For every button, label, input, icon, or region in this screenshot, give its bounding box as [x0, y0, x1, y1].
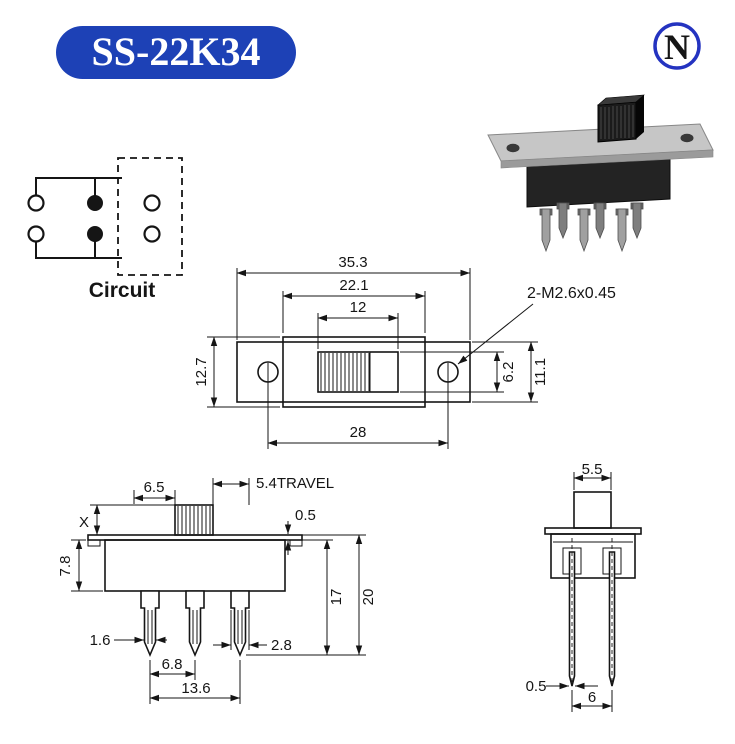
title-badge — [56, 26, 296, 79]
dim-travel: 5.4TRAVEL — [256, 475, 334, 492]
mounting-hole-left — [506, 143, 520, 153]
dim-body-length: 22.1 — [339, 277, 368, 294]
switch-housing-outline — [117, 157, 183, 276]
front-plate-tab-left — [87, 539, 101, 547]
dim-overall-length: 35.3 — [338, 254, 367, 271]
top-view: 35.3 22.1 12 28 12.7 6.2 11.1 2-M2.6x0.4… — [193, 254, 616, 449]
dim-pin-depth: 17 — [328, 589, 345, 606]
top-view-slot — [317, 351, 399, 393]
dim-body-width: 12.7 — [193, 357, 210, 386]
dim-slot-width: 6.2 — [500, 362, 517, 383]
dim-side-pin-thickness: 0.5 — [526, 678, 547, 695]
pins-front-row — [539, 208, 629, 253]
slider-knob-ribs — [600, 105, 634, 139]
dim-plate-thickness: 0.5 — [295, 507, 316, 524]
slider-knob-side — [636, 95, 644, 139]
side-body — [550, 533, 636, 579]
product-photo — [487, 94, 714, 253]
dim-knob-height: X — [79, 514, 89, 531]
dim-pin-width: 1.6 — [90, 632, 111, 649]
terminal-common — [87, 226, 103, 242]
terminal-open — [27, 225, 45, 243]
terminal-open — [143, 225, 161, 243]
side-view: 5.5 0.5 6 — [526, 461, 642, 712]
mounting-plate-edge — [500, 149, 714, 169]
dim-pin-pitch: 6.8 — [162, 656, 183, 673]
side-extension-lines — [571, 472, 613, 712]
top-view-knob-ribs — [320, 353, 370, 391]
front-pins — [140, 590, 250, 658]
top-view-extension-lines — [207, 268, 538, 449]
top-view-body — [282, 336, 426, 408]
front-body — [104, 539, 286, 592]
mounting-hole-right — [680, 133, 694, 143]
dim-knob-width: 6.5 — [144, 479, 165, 496]
dim-side-knob-width: 5.5 — [582, 461, 603, 478]
front-view: 6.5 5.4TRAVEL 0.5 X 7.8 17 20 1.6 2.8 6.… — [57, 475, 377, 704]
front-dimension-lines — [75, 480, 363, 702]
side-plate — [544, 527, 642, 535]
top-view-plate — [236, 341, 471, 403]
logo-circle-icon — [653, 22, 701, 70]
dim-shoulder-width: 2.8 — [271, 637, 292, 654]
dim-slot-length: 12 — [350, 299, 367, 316]
dim-hole-spacing: 28 — [350, 424, 367, 441]
terminal-open — [143, 194, 161, 212]
pins-back-row — [556, 202, 644, 240]
header: SS-22K34 N — [56, 22, 701, 79]
side-dimension-lines — [546, 474, 612, 710]
dim-plate-width: 11.1 — [532, 358, 549, 386]
thread-spec-note: 2-M2.6x0.45 — [527, 285, 616, 302]
circuit-diagram: Circuit — [27, 157, 183, 302]
dim-pin-span: 13.6 — [181, 680, 210, 697]
side-knob — [573, 491, 612, 529]
front-knob-ribs — [177, 506, 211, 534]
side-pins — [568, 538, 616, 687]
circuit-label: Circuit — [89, 279, 156, 302]
product-code-title: SS-22K34 — [92, 29, 261, 74]
terminal-open — [27, 194, 45, 212]
dim-overall-height: 20 — [360, 589, 377, 606]
dim-side-pin-spacing: 6 — [588, 689, 596, 706]
front-plate-tab-right — [289, 539, 303, 547]
terminal-common — [87, 195, 103, 211]
dim-body-height: 7.8 — [57, 556, 74, 577]
logo-letter: N — [664, 27, 690, 67]
top-view-dimension-lines — [210, 269, 535, 447]
